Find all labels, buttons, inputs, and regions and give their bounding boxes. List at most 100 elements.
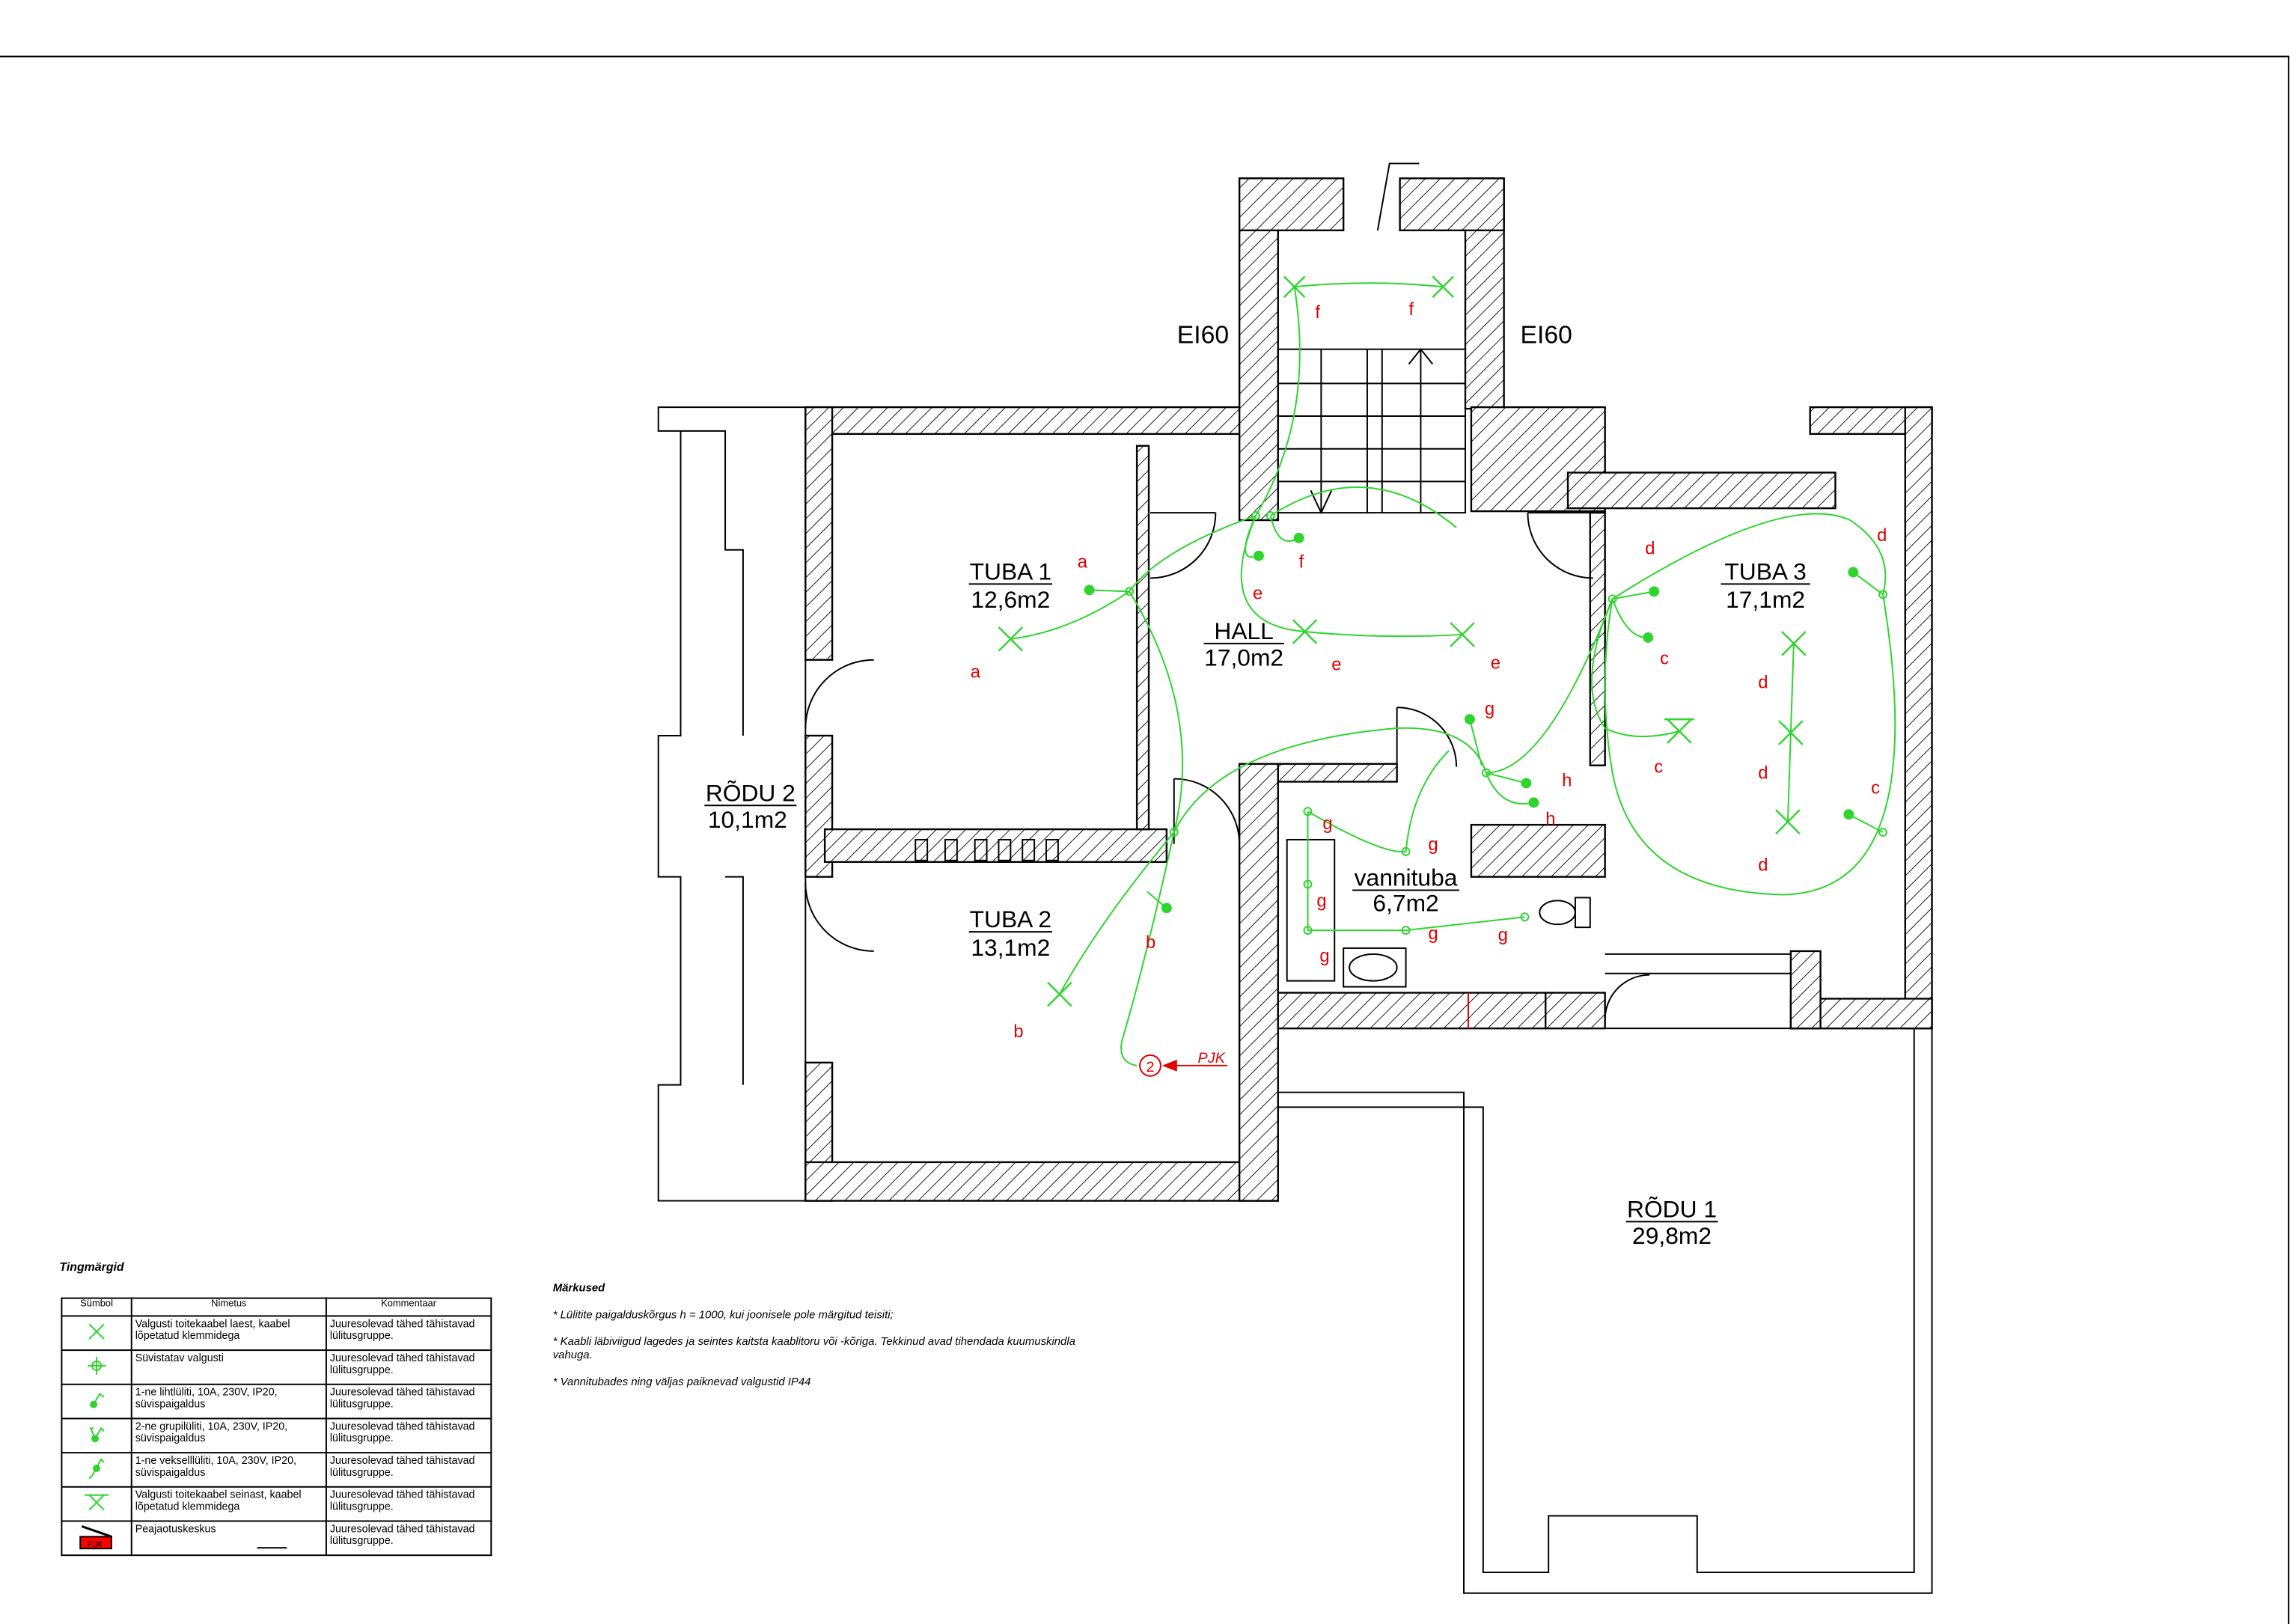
note-item: * Kaabli läbiviigud lagedes ja seintes k…: [552, 1334, 1075, 1361]
legend-row: Valgusti toitekaabel seinast, kaabel lõp…: [61, 1486, 492, 1522]
legend-name: 2-ne grupilüliti, 10A, 230V, IP20, süvis…: [130, 1417, 327, 1454]
single-switch-icon: [90, 1393, 105, 1408]
ceiling-light-icon: [88, 1324, 105, 1340]
legend-comment: Juuresolevad tähed tähistavad lülitusgru…: [325, 1486, 492, 1522]
notes-title: Märkused: [552, 1280, 605, 1295]
doors: [804, 512, 1650, 1020]
circuit-label: g: [1485, 699, 1494, 719]
circuit-label: f: [1299, 552, 1304, 573]
legend-comment: Juuresolevad tähed tähistavad lülitusgru…: [325, 1315, 492, 1352]
circuit-label: g: [1319, 946, 1329, 966]
circuit-label: b: [1013, 1022, 1023, 1042]
legend-comment: Juuresolevad tähed tähistavad lülitusgru…: [325, 1520, 492, 1557]
panel-label: PJK: [1198, 1050, 1226, 1066]
bathtub: [1286, 838, 1336, 982]
circuit-label: d: [1877, 525, 1887, 546]
balcony-rodu2-rail: [680, 430, 744, 1085]
legend-header: Sümbol: [61, 1297, 132, 1317]
legend-name: Süvistatav valgusti: [130, 1349, 327, 1385]
legend-row: 2-ne grupilüliti, 10A, 230V, IP20, süvis…: [61, 1417, 492, 1454]
legend-row: 1-ne lihtlüliti, 10A, 230V, IP20, süvisp…: [61, 1383, 492, 1420]
legend-header: Kommentaar: [325, 1297, 492, 1317]
legend-name-text: Peajaotuskeskus: [135, 1521, 216, 1536]
circuit-label: c: [1654, 757, 1663, 778]
room-name: TUBA 1: [970, 558, 1051, 584]
room-name: TUBA 2: [970, 906, 1051, 932]
legend-row: Süvistatav valgusti Juuresolevad tähed t…: [61, 1349, 492, 1385]
circuit-label: d: [1645, 539, 1655, 559]
main-panel-icon: PJK: [79, 1525, 112, 1550]
room-name: vannituba: [1355, 864, 1458, 891]
legend-title: Tingmärgid: [59, 1260, 124, 1274]
legend-name: Valgusti toitekaabel seinast, kaabel lõp…: [130, 1486, 327, 1522]
two-way-switch-icon: [88, 1458, 105, 1480]
panel-number: 2: [1146, 1059, 1154, 1075]
circuit-label: e: [1253, 583, 1263, 603]
note-item: * Vannitubades ning väljas paiknevad val…: [552, 1374, 811, 1388]
staircase: [1277, 162, 1466, 515]
legend-name: Peajaotuskeskus: [130, 1520, 327, 1557]
legend-comment: Juuresolevad tähed tähistavad lülitusgru…: [325, 1417, 492, 1454]
circuit-label: g: [1428, 924, 1438, 944]
circuit-label: h: [1545, 809, 1555, 829]
legend-table: Sümbol Nimetus Kommentaar Valgusti toite…: [61, 1297, 492, 1557]
balcony-rodu1-outline: [1277, 1028, 1933, 1594]
circuit-label: f: [1315, 302, 1320, 323]
notes: Märkused * Lülitite paigalduskõrgus h = …: [553, 1281, 1088, 1402]
circuit-label: g: [1316, 891, 1326, 911]
fire-rating-right: EI60: [1520, 321, 1572, 349]
svg-text:PJK: PJK: [88, 1541, 103, 1550]
room-area: 13,1m2: [971, 934, 1050, 961]
circuit-label: h: [1562, 770, 1572, 790]
legend-comment: Juuresolevad tähed tähistavad lülitusgru…: [325, 1349, 492, 1385]
room-name: TUBA 3: [1724, 558, 1806, 584]
legend-comment: Juuresolevad tähed tähistavad lülitusgru…: [325, 1452, 492, 1488]
circuit-label: c: [1871, 778, 1880, 798]
legend-header: Nimetus: [130, 1297, 327, 1317]
circuit-label: d: [1758, 855, 1768, 876]
legend-name: 1-ne lihtlüliti, 10A, 230V, IP20, süvisp…: [130, 1383, 327, 1420]
circuit-label: g: [1428, 834, 1438, 855]
room-name: HALL: [1214, 617, 1273, 644]
circuit-label: a: [971, 662, 981, 683]
washbasin: [1343, 947, 1407, 988]
room-name: RÕDU 2: [706, 779, 796, 806]
circuit-label: c: [1660, 649, 1669, 669]
room-labels: TUBA 1 12,6m2 HALL 17,0m2 TUBA 3 17,1m2 …: [704, 558, 1810, 1249]
room-area: 17,1m2: [1726, 586, 1805, 613]
wiring: [998, 275, 1896, 1066]
room-name: RÕDU 1: [1627, 1195, 1717, 1222]
circuit-label: g: [1498, 925, 1508, 945]
balcony-railing: [1605, 953, 1795, 974]
sheet-border: [0, 55, 2290, 1624]
circuit-label: g: [1322, 813, 1332, 834]
fire-rating-left: EI60: [1177, 321, 1229, 349]
chimney-blocks: [915, 838, 1059, 861]
recessed-light-icon: [88, 1357, 106, 1376]
wall-light-icon: [85, 1495, 109, 1511]
circuit-label: f: [1409, 299, 1414, 320]
circuit-label: d: [1758, 763, 1768, 784]
circuit-label: a: [1078, 552, 1088, 573]
balcony-rodu1-rail: [1277, 1028, 1915, 1573]
legend-name: Valgusti toitekaabel laest, kaabel lõpet…: [130, 1315, 327, 1352]
circuit-label: b: [1146, 932, 1155, 953]
legend-row: 1-ne vekselllüliti, 10A, 230V, IP20, süv…: [61, 1452, 492, 1488]
note-item: * Lülitite paigalduskõrgus h = 1000, kui…: [552, 1307, 894, 1322]
bathroom-fixtures: [1286, 838, 1591, 1029]
circuit-label: d: [1758, 672, 1768, 692]
room-area: 10,1m2: [708, 806, 787, 833]
circuit-label: e: [1331, 655, 1341, 675]
double-switch-icon: [89, 1427, 105, 1443]
room-area: 12,6m2: [971, 586, 1050, 613]
legend-row: PJK Peajaotuskeskus Juuresolevad tähed t…: [61, 1520, 492, 1557]
legend-comment: Juuresolevad tähed tähistavad lülitusgru…: [325, 1383, 492, 1420]
circuit-labels: a a f f f e e e d d c d c d c d g h h g …: [971, 299, 1887, 1042]
legend-name: 1-ne vekselllüliti, 10A, 230V, IP20, süv…: [130, 1452, 327, 1488]
main-panel-marker[interactable]: 2 PJK: [1139, 1050, 1228, 1077]
room-area: 17,0m2: [1204, 644, 1283, 671]
legend-row: Valgusti toitekaabel laest, kaabel lõpet…: [61, 1315, 492, 1352]
circuit-label: e: [1491, 653, 1500, 674]
